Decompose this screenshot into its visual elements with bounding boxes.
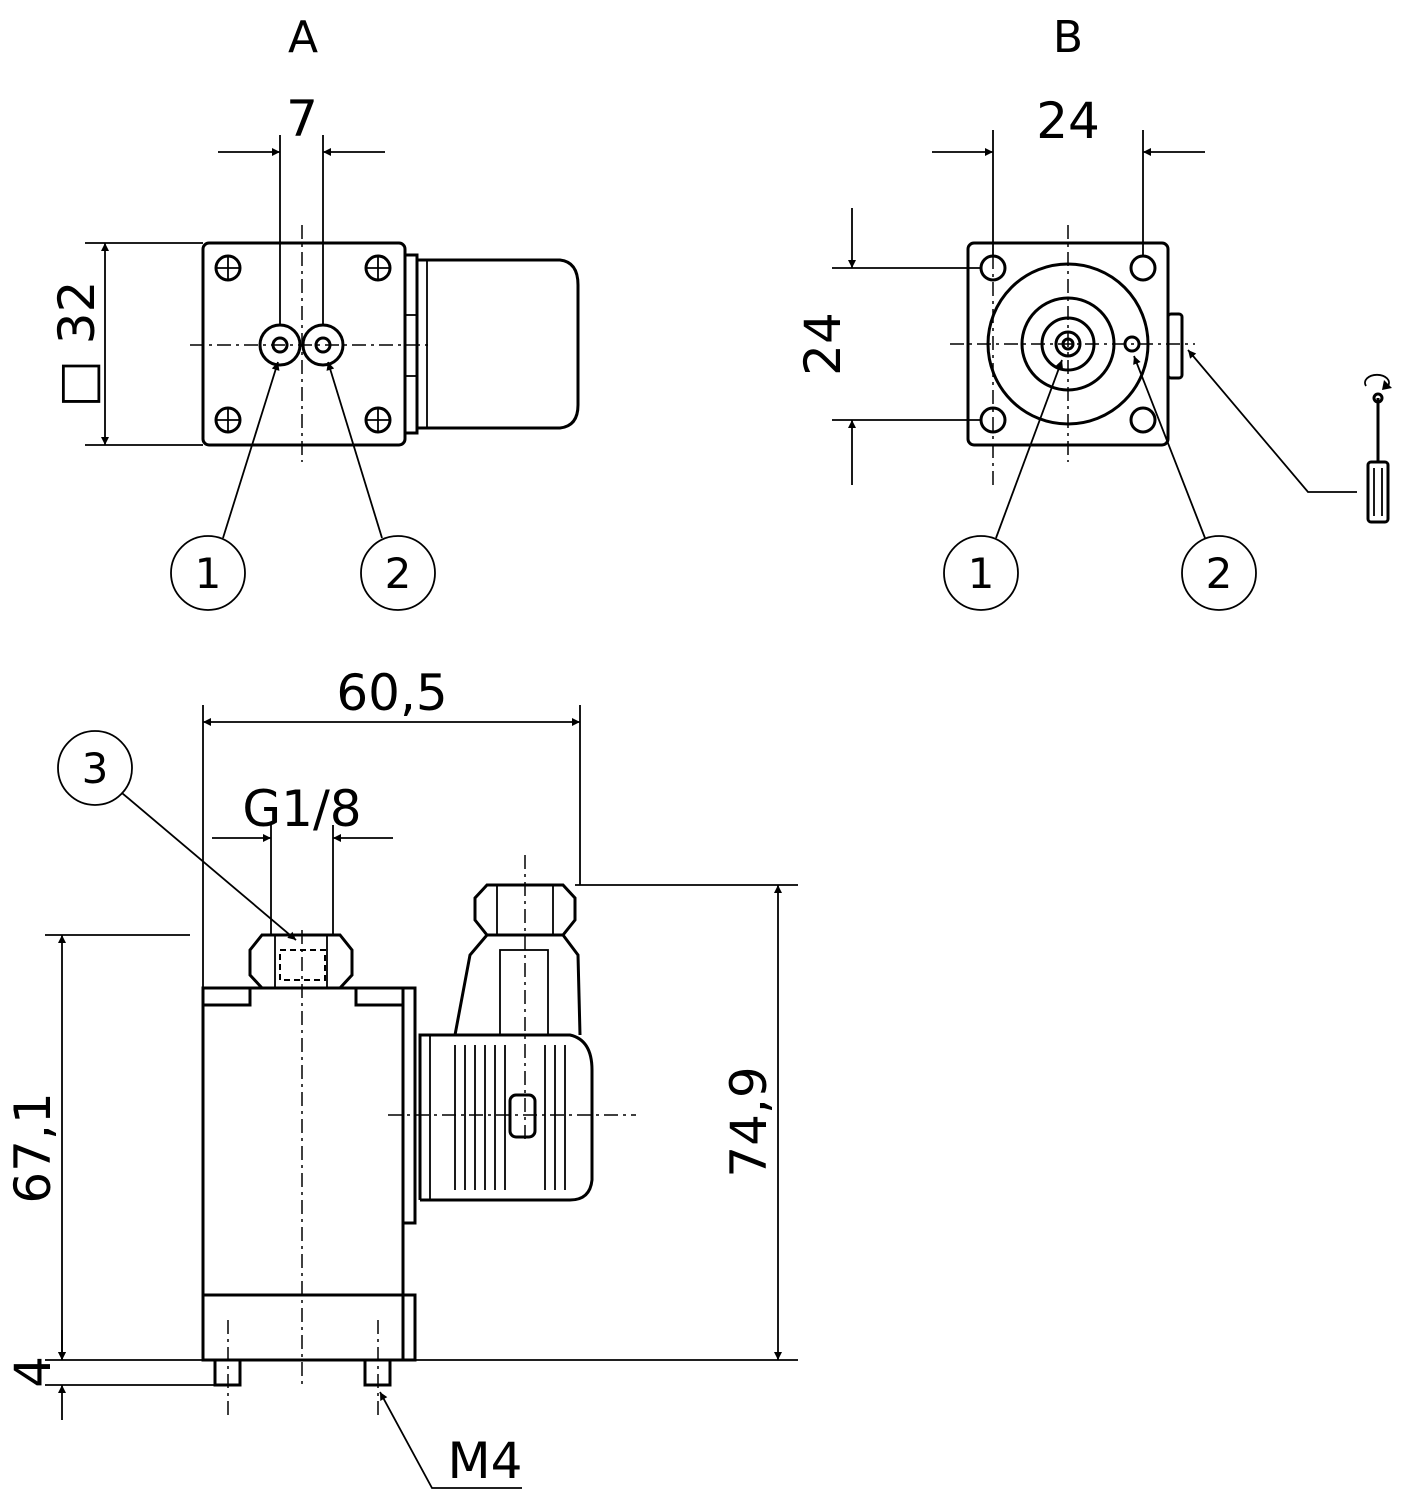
screwdriver-icon — [1366, 392, 1390, 524]
svg-text:1: 1 — [968, 549, 995, 598]
side-hex-fitting — [248, 933, 354, 990]
view-b-balloon-1 — [943, 535, 1019, 611]
side-body — [201, 986, 405, 1362]
view-a-coil — [417, 258, 580, 430]
view-b-dim-top: 24 — [1036, 92, 1100, 150]
side-view: 60,5 G1/8 3 67,1 4 74,9 M4 — [4, 664, 798, 1490]
side-dim-screw: M4 — [448, 1432, 523, 1490]
side-dim-width: 60,5 — [336, 664, 447, 722]
svg-text:3: 3 — [82, 744, 109, 793]
side-dim-height-left: 67,1 — [4, 1092, 62, 1203]
view-b-balloon-2 — [1181, 535, 1257, 611]
side-balloon-3 — [57, 730, 133, 806]
svg-text:2: 2 — [1206, 549, 1233, 598]
side-connector — [418, 883, 594, 1202]
side-dim-foot: 4 — [4, 1356, 62, 1388]
view-a-title: A — [288, 12, 318, 63]
view-a-dim-side: □ 32 — [48, 281, 106, 408]
side-dim-height-right: 74,9 — [720, 1066, 778, 1177]
view-a-balloon-2 — [360, 535, 436, 611]
svg-text:1: 1 — [195, 549, 222, 598]
side-dim-thread: G1/8 — [242, 780, 361, 838]
view-b-title: B — [1053, 12, 1083, 63]
rotation-arrow-icon — [1364, 373, 1392, 390]
svg-text:2: 2 — [385, 549, 412, 598]
view-a-bolts — [214, 254, 392, 434]
view-b: B 24 24 — [794, 12, 1392, 611]
view-b-dim-side: 24 — [794, 312, 852, 376]
view-a-balloon-1 — [170, 535, 246, 611]
view-a: A 7 □ 32 — [48, 12, 580, 611]
view-b-bolts — [979, 254, 1157, 434]
view-a-dim-top: 7 — [286, 90, 318, 148]
